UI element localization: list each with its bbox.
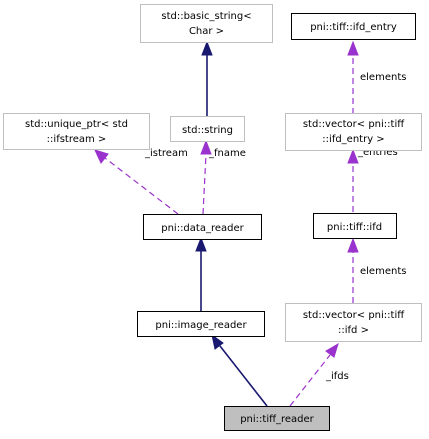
svg-text:std::string: std::string	[182, 125, 233, 136]
node-image-reader[interactable]: pni::image_reader	[137, 311, 265, 337]
edge-label-fname: _fname	[208, 148, 246, 159]
edge-vector-ifd-elements	[347, 237, 359, 303]
svg-text:pni::tiff::ifd: pni::tiff::ifd	[327, 222, 382, 233]
edge-data-reader-fname	[200, 139, 212, 215]
svg-text:Char >: Char >	[189, 26, 224, 37]
svg-text:::ifd_entry >: ::ifd_entry >	[322, 134, 384, 145]
node-vector-ifd[interactable]: std::vector< pni::tiff ::ifd >	[285, 303, 422, 342]
edge-vector-ifd-entry-elements	[347, 40, 359, 114]
edge-label-ifds: _ifds	[325, 371, 349, 382]
node-tiff-reader[interactable]: pni::tiff_reader	[224, 406, 330, 431]
edge-string-to-basic-string	[201, 40, 213, 116]
svg-text:pni::tiff_reader: pni::tiff_reader	[240, 414, 314, 425]
svg-text:::ifstream >: ::ifstream >	[47, 134, 107, 145]
edge-label-elements-mid: elements	[360, 266, 406, 277]
node-unique-ptr[interactable]: std::unique_ptr< std ::ifstream >	[3, 113, 150, 150]
edge-label-entries: _entries	[357, 147, 398, 158]
node-data-reader[interactable]: pni::data_reader	[143, 214, 262, 240]
edge-ifd-entries	[347, 148, 359, 212]
node-string[interactable]: std::string	[170, 116, 245, 142]
edge-label-istream: _istream	[144, 148, 188, 159]
edge-tiff-reader-to-image-reader	[211, 333, 268, 407]
svg-text:::ifd >: ::ifd >	[338, 325, 369, 336]
svg-text:std::unique_ptr< std: std::unique_ptr< std	[25, 119, 128, 130]
svg-text:pni::data_reader: pni::data_reader	[161, 223, 244, 234]
node-vector-ifd-entry[interactable]: std::vector< pni::tiff ::ifd_entry >	[285, 113, 422, 151]
node-ifd-entry[interactable]: pni::tiff::ifd_entry	[291, 13, 416, 40]
edge-image-reader-to-data-reader	[195, 236, 207, 311]
edge-label-elements-top: elements	[360, 72, 406, 83]
svg-text:std::vector< pni::tiff: std::vector< pni::tiff	[303, 119, 405, 130]
svg-text:std::basic_string<: std::basic_string<	[161, 11, 251, 22]
svg-text:std::vector< pni::tiff: std::vector< pni::tiff	[303, 310, 405, 321]
svg-text:pni::tiff::ifd_entry: pni::tiff::ifd_entry	[310, 22, 397, 33]
node-ifd[interactable]: pni::tiff::ifd	[313, 213, 397, 239]
node-basic-string[interactable]: std::basic_string< Char >	[140, 4, 273, 43]
edge-tiff-reader-ifds	[289, 342, 339, 407]
svg-text:pni::image_reader: pni::image_reader	[155, 320, 247, 331]
edge-data-reader-istream	[94, 149, 179, 215]
